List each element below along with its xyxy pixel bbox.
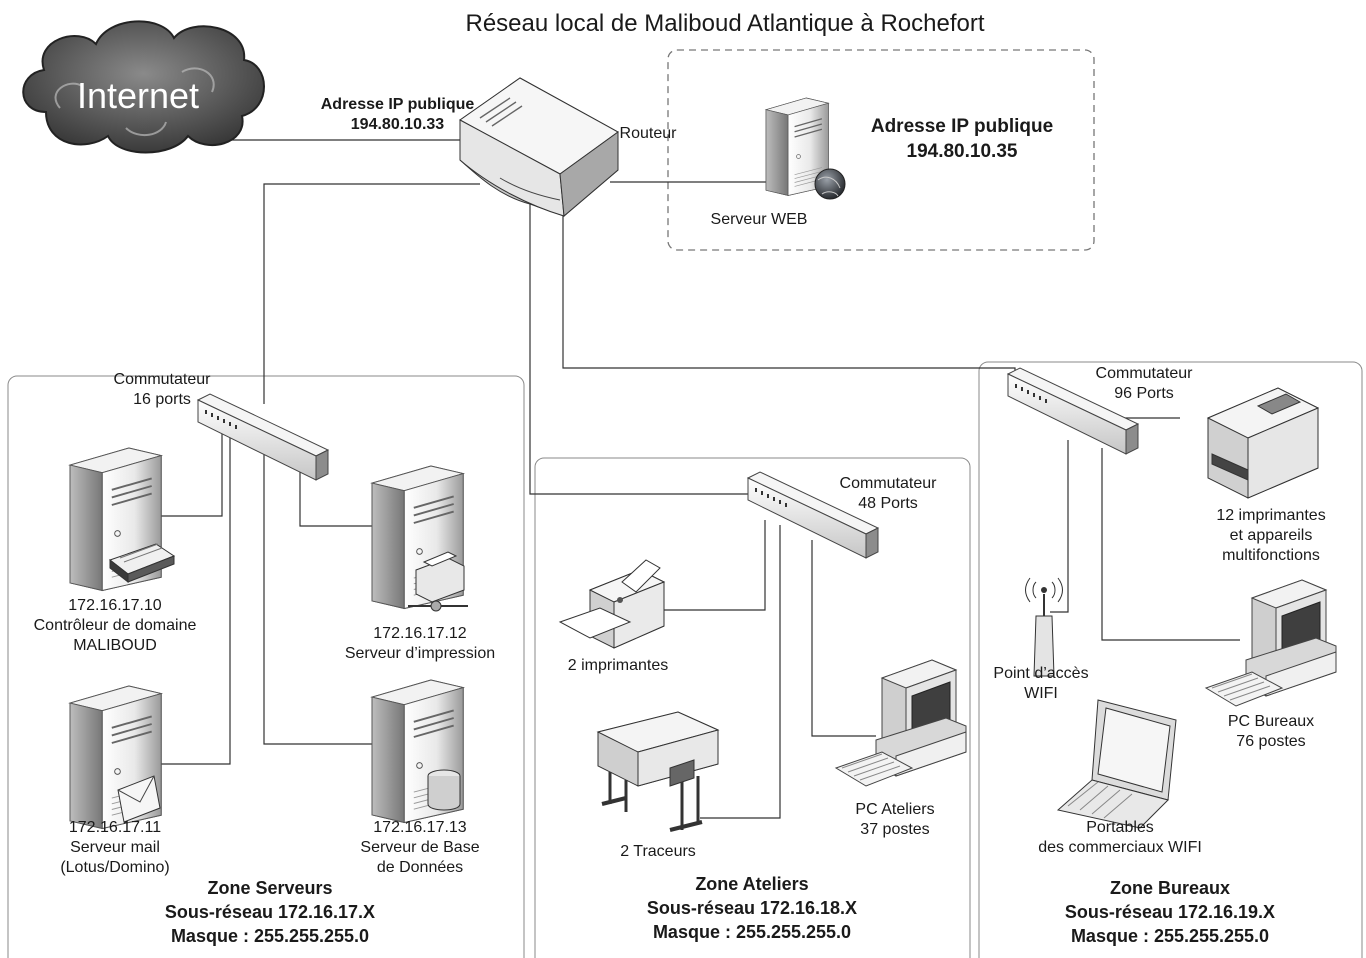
internet-cloud <box>22 20 265 154</box>
zone-offices-frame <box>978 361 1363 958</box>
workshop-printers-label: 2 imprimantes <box>567 657 669 674</box>
db-server <box>371 679 465 824</box>
web-server <box>765 97 846 200</box>
router-device <box>459 77 619 218</box>
domain-controller-label: 172.16.17.10 Contrôleur de domaine MALIB… <box>33 597 197 654</box>
zone-offices-caption: Zone Bureaux Sous-réseau 172.16.19.X Mas… <box>1064 878 1276 946</box>
workshop-plotter <box>596 711 720 832</box>
workshop-plotters-label: 2 Traceurs <box>620 843 696 860</box>
internet-label: Internet <box>76 75 200 116</box>
links <box>160 139 1240 819</box>
workshop-printer <box>558 559 666 649</box>
zone-workshops-caption: Zone Ateliers Sous-réseau 172.16.18.X Ma… <box>646 874 858 942</box>
zone-servers-frame <box>7 375 525 958</box>
mail-server-label: 172.16.17.11 Serveur mail (Lotus/Domino) <box>60 819 170 876</box>
print-server-label: 172.16.17.12 Serveur d’impression <box>344 625 496 662</box>
office-mfp <box>1206 387 1320 499</box>
diagram-title: Réseau local de Maliboud Atlantique à Ro… <box>465 10 985 37</box>
office-pc <box>1205 579 1337 707</box>
mail-server <box>69 685 163 830</box>
office-pcs-label: PC Bureaux 76 postes <box>1227 713 1315 750</box>
dmz-frame <box>667 49 1095 251</box>
zone-workshops-frame <box>534 457 971 958</box>
laptops-label: Portables des commerciaux WIFI <box>1038 819 1202 856</box>
db-server-label: 172.16.17.13 Serveur de Base de Données <box>360 819 480 876</box>
router-label: Routeur <box>619 125 677 142</box>
web-server-label: Serveur WEB <box>710 211 808 228</box>
wifi-access-point <box>1025 577 1063 677</box>
print-server <box>371 465 468 612</box>
laptop <box>1056 699 1177 829</box>
wifi-ap-label: Point d’accès WIFI <box>993 665 1089 702</box>
domain-controller <box>69 447 176 592</box>
workshop-pc <box>835 659 967 787</box>
workshop-pcs-label: PC Ateliers 37 postes <box>855 801 935 838</box>
zone-servers-caption: Zone Serveurs Sous-réseau 172.16.17.X Ma… <box>164 878 376 946</box>
office-mfp-label: 12 imprimantes et appareils multifonctio… <box>1216 507 1326 564</box>
